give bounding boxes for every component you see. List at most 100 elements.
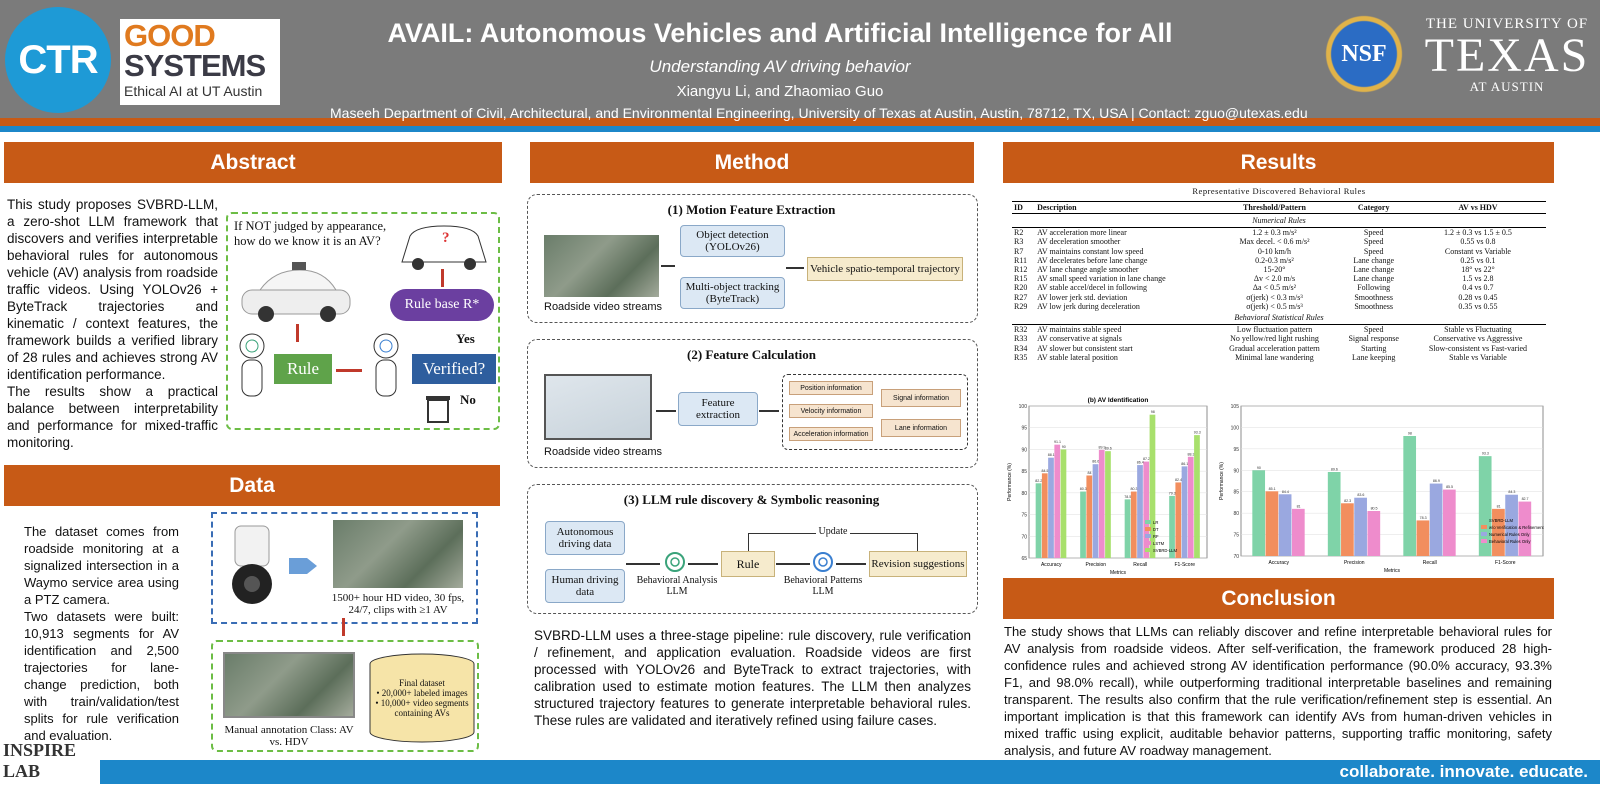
table-cell: R7	[1014, 246, 1024, 256]
bar-value-label: 81	[1497, 504, 1501, 508]
results-heading: Results	[1003, 142, 1554, 183]
x-tick-label: Accuracy	[1041, 562, 1062, 568]
table-cell: σ(jerk) < 0.5 m/s³	[1246, 301, 1303, 311]
y-tick-label: 90	[1233, 468, 1239, 474]
legend-swatch	[1481, 518, 1487, 522]
panel3-arrow-d	[836, 563, 866, 565]
x-tick-label: F1-Score	[1174, 562, 1195, 568]
header-stripe-orange	[0, 118, 1600, 126]
abstract-text: This study proposes SVBRD-LLM, a zero-sh…	[7, 196, 218, 451]
legend-swatch	[1481, 539, 1487, 543]
table-cell: Lane keeping	[1352, 352, 1396, 362]
panel3-av-data-box: Autonomous driving data	[545, 521, 625, 555]
bar-value-label: 78.5	[1124, 495, 1131, 499]
table-cell: R35	[1014, 352, 1028, 362]
bar-value-label: 86.4	[1137, 461, 1144, 465]
table-cell: 0.2-0.3 m/s²	[1255, 255, 1294, 265]
bar-value-label: 98	[1151, 410, 1155, 414]
table-cell: Smoothness	[1354, 301, 1394, 311]
table-cell: Constant vs Variable	[1444, 246, 1511, 256]
fig-no: No	[460, 392, 476, 407]
inspire-lab-logo: INSPIRE LAB	[3, 740, 77, 781]
panel1-tracking-box: Multi-object tracking (ByteTrack)	[680, 277, 785, 309]
panel2-feature-extraction-box: Feature extraction	[678, 392, 758, 426]
table-header-cell: ID	[1012, 201, 1036, 214]
bar-numerical-rules-only	[1429, 483, 1443, 556]
bar-w-o-verification-refinement	[1265, 491, 1279, 556]
bar-svbrd-llm	[1149, 414, 1156, 558]
footer-bar: collaborate. innovate. educate.	[100, 760, 1600, 784]
bar-value-label: 88.3	[1187, 452, 1194, 456]
bar-behavioral-rules-only	[1291, 508, 1305, 556]
fig-rule-base: Rule base R*	[390, 289, 494, 321]
table-cell: Speed	[1363, 246, 1384, 256]
legend-swatch	[1145, 548, 1151, 552]
rules-table: Representative Discovered Behavioral Rul…	[1012, 186, 1546, 362]
method-heading: Method	[530, 142, 974, 183]
bar-rf	[1048, 457, 1054, 558]
bar-value-label: 82.2	[1035, 479, 1042, 483]
legend-label: DT	[1153, 527, 1159, 532]
bar-svbrd-llm	[1105, 451, 1111, 558]
table-header-cell: AV vs HDV	[1409, 201, 1546, 214]
table-cell: Minimal lane wandering	[1235, 352, 1314, 362]
panel2-arrow-a	[656, 410, 676, 412]
annotation-screenshot	[223, 652, 355, 718]
bar-w-o-verification-refinement	[1416, 520, 1430, 556]
table-cell: 0-10 km/h	[1257, 246, 1292, 256]
y-tick-label: 90	[1021, 447, 1027, 453]
bar-value-label: 80.5	[1371, 507, 1378, 511]
y-tick-label: 80	[1233, 511, 1239, 517]
y-tick-label: 85	[1021, 469, 1027, 475]
database-icon	[369, 653, 475, 743]
table-cell: 1.5 vs 2.8	[1462, 274, 1494, 284]
header-stripe-blue	[0, 126, 1600, 132]
question-car-icon	[401, 225, 487, 270]
table-cell: AV small speed variation in lane change	[1037, 274, 1166, 284]
bar-rf	[1181, 466, 1188, 558]
table-header-cell: Threshold/Pattern	[1211, 201, 1338, 214]
legend-swatch	[1481, 532, 1487, 536]
method-panel-2: (2) Feature Calculation Roadside video s…	[527, 339, 978, 468]
table-group-label: Numerical Rules	[1012, 213, 1546, 229]
table-cell: No yellow/red light rushing	[1230, 334, 1319, 344]
bar-value-label: 81	[1297, 504, 1301, 508]
table-cell: Slow-consistent vs Fast-varied	[1428, 343, 1528, 353]
annotation-caption: Manual annotation Class: AV vs. HDV	[224, 724, 354, 748]
feature-velocity: Velocity information	[789, 404, 873, 418]
bar-dt	[1175, 482, 1182, 558]
final-dataset-b2: • 10,000+ video segments containing AVs	[375, 698, 469, 718]
abstract-heading: Abstract	[4, 142, 502, 183]
x-axis-label: Metrics	[1110, 570, 1127, 576]
panel1-detection-box: Object detection (YOLOv26)	[680, 225, 785, 257]
table-cell: Stable vs Fluctuating	[1444, 325, 1512, 335]
bar-lstm	[1143, 461, 1150, 558]
data-paragraph-1: The dataset comes from roadside monitori…	[24, 524, 179, 607]
panel3-llm2-label: Behavioral Patterns LLM	[783, 575, 863, 597]
legend-swatch	[1145, 520, 1151, 524]
ctr-logo: CTR	[5, 7, 111, 113]
legend-label: LSTM	[1153, 541, 1165, 546]
table-cell: AV decelerates before lane change	[1037, 255, 1148, 265]
av-car-icon	[241, 262, 351, 322]
bar-numerical-rules-only	[1505, 494, 1518, 556]
conclusion-heading: Conclusion	[1003, 578, 1554, 619]
panel1-video-image	[544, 235, 659, 297]
table-cell: Speed	[1363, 237, 1384, 247]
table-cell: 0.25 vs 0.1	[1460, 255, 1496, 265]
bar-value-label: 84.5	[1042, 469, 1049, 473]
poster-authors: Xiangyu Li, and Zhaomiao Guo	[676, 83, 884, 100]
feature-lane: Lane information	[881, 419, 961, 437]
x-tick-label: Recall	[1133, 562, 1147, 568]
table-cell: Low fluctuation pattern	[1236, 325, 1313, 335]
panel2-feature-group: Position information Velocity informatio…	[782, 374, 968, 450]
bar-numerical-rules-only	[1354, 497, 1367, 556]
x-tick-label: Recall	[1423, 560, 1437, 566]
table-cell: R12	[1014, 265, 1028, 275]
x-tick-label: F1-Score	[1495, 560, 1516, 566]
